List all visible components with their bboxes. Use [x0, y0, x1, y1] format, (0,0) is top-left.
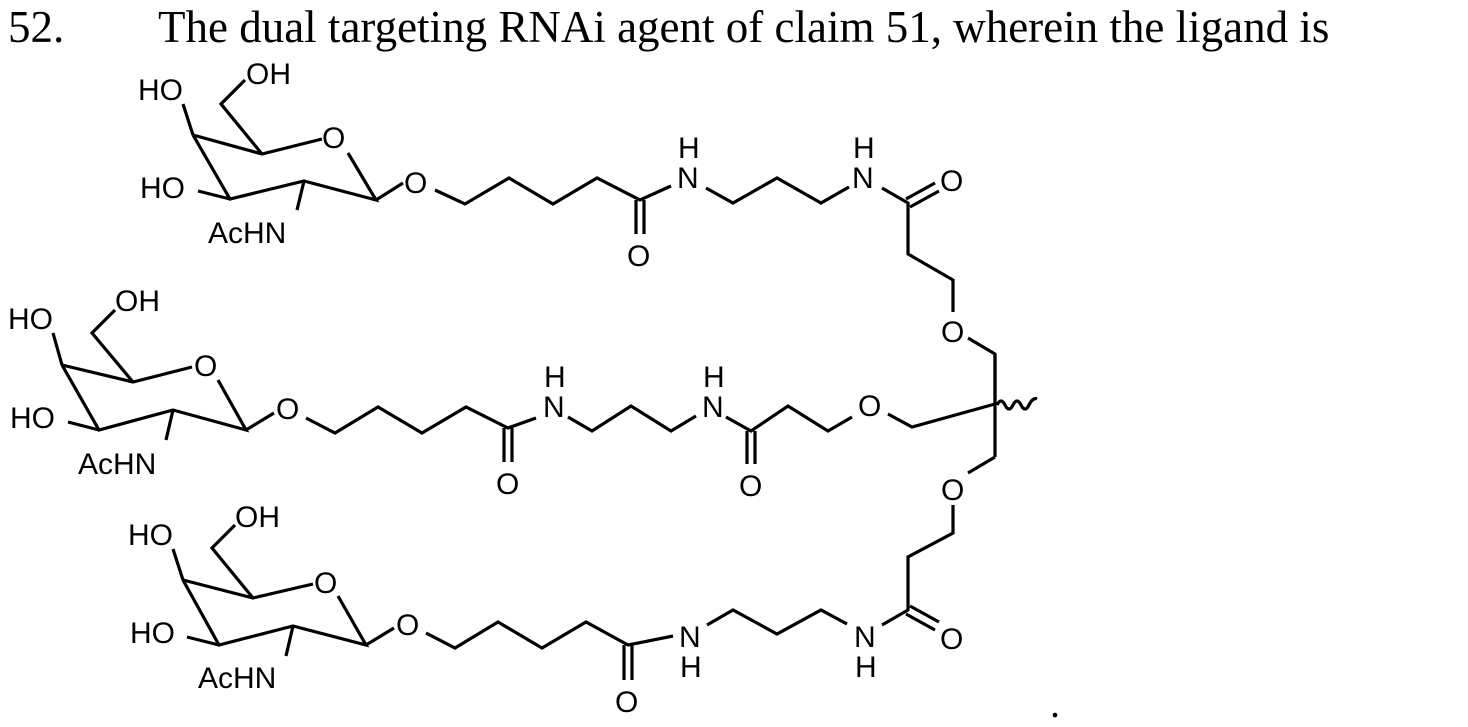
label-h: H [703, 361, 725, 394]
galnac-top: HO OH O HO AcHN O [138, 58, 427, 250]
label-n: N [543, 391, 565, 424]
terminal-period: . [1050, 681, 1060, 726]
galnac-middle: HO OH O HO AcHN O [8, 285, 299, 481]
linker-top: O N H N H O O [434, 132, 997, 404]
linker-middle: O N H N H O O [305, 361, 996, 503]
label-oh: OH [115, 285, 160, 318]
claim-text-line: 52. The dual targeting RNAi agent of clai… [8, 2, 1329, 52]
branch-core [967, 354, 1038, 475]
label-oh: OH [246, 58, 291, 91]
label-achn: AcHN [78, 448, 156, 481]
claim-text: The dual targeting RNAi agent of claim 5… [158, 2, 1330, 52]
wavy-bond-attachment-icon [995, 397, 1038, 411]
label-o: O [496, 468, 519, 501]
label-ring-o: O [314, 567, 337, 600]
label-n: N [854, 621, 876, 654]
label-ho: HO [130, 617, 175, 650]
label-o: O [404, 167, 427, 200]
label-n: N [702, 391, 724, 424]
label-ho: HO [128, 519, 173, 552]
label-ring-o: O [322, 122, 345, 155]
label-h: H [544, 361, 566, 394]
label-achn: AcHN [198, 662, 276, 695]
label-ho: HO [10, 402, 55, 435]
label-o: O [941, 316, 964, 349]
label-achn: AcHN [208, 217, 286, 250]
label-o: O [739, 470, 762, 503]
label-o: O [858, 390, 881, 423]
label-ring-o: O [194, 350, 217, 383]
label-oh: OH [235, 501, 280, 534]
label-n: N [677, 162, 699, 195]
label-ho: HO [8, 303, 53, 336]
linker-bottom: O N H N H O O [425, 474, 964, 719]
label-o: O [940, 623, 963, 656]
label-h: H [855, 651, 877, 684]
label-o: O [627, 240, 650, 273]
label-o: O [615, 686, 638, 719]
label-ho: HO [138, 74, 183, 107]
label-h: H [853, 132, 875, 165]
label-h: H [680, 651, 702, 684]
claim-number: 52. [8, 2, 65, 52]
label-n: N [679, 621, 701, 654]
galnac-bottom: HO OH O HO AcHN O [128, 501, 419, 695]
label-o: O [940, 165, 963, 198]
label-n: N [852, 162, 874, 195]
label-o: O [941, 474, 964, 507]
label-o: O [396, 609, 419, 642]
label-ho: HO [140, 172, 185, 205]
label-h: H [678, 132, 700, 165]
label-o: O [276, 393, 299, 426]
